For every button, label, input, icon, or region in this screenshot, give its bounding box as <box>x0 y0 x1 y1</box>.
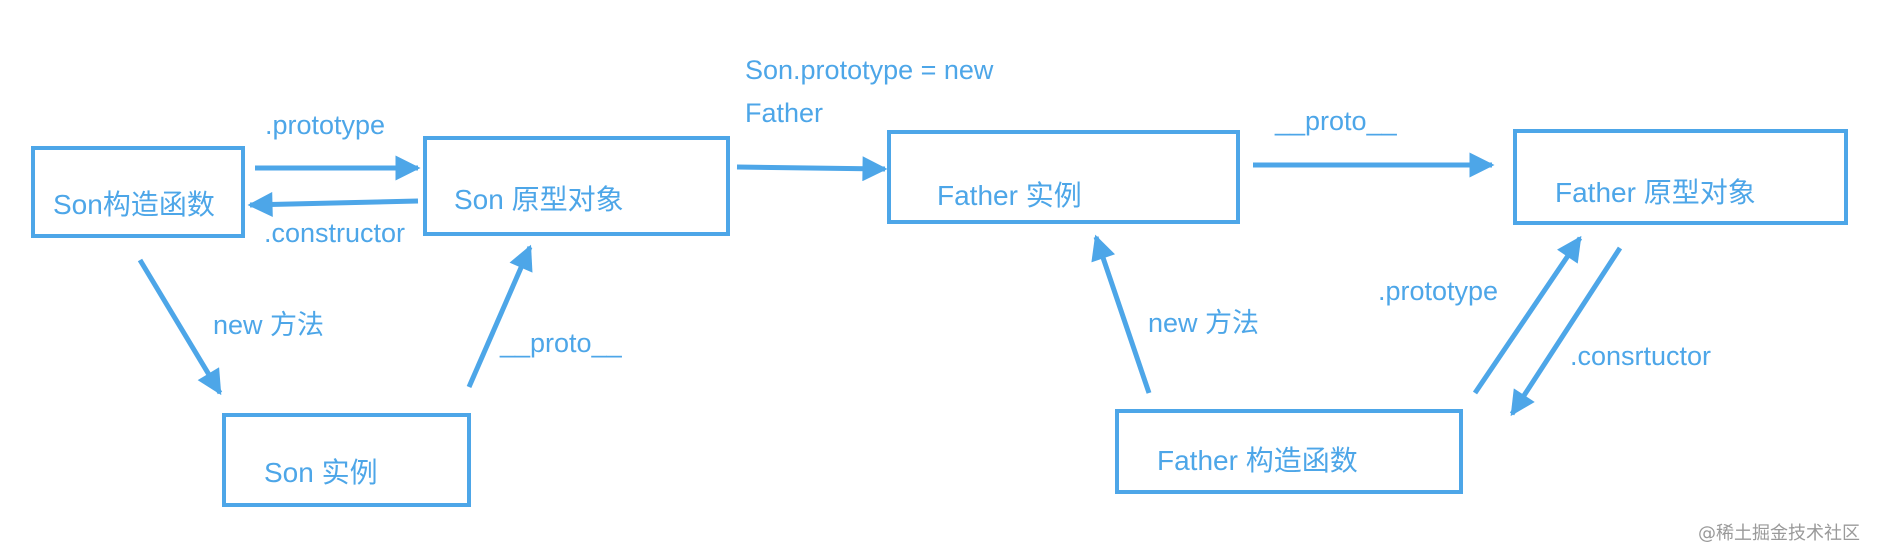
father-new-edge-label: new 方法 <box>1148 308 1260 338</box>
inherit-edge-label-line1: Son.prototype = new <box>745 55 994 85</box>
father-constructor-box: Father 构造函数 <box>1115 409 1463 494</box>
edge-inherit-arrow <box>736 156 888 182</box>
father-prototype-edge-label: .prototype <box>1378 276 1499 306</box>
father-constructor-label: Father 构造函数 <box>1157 445 1358 476</box>
son-constructor-label: Son构造函数 <box>53 189 215 220</box>
son-proto-edge-label: __proto__ <box>500 328 622 358</box>
father-prototype-object-label: Father 原型对象 <box>1555 177 1756 208</box>
edge-son-proto-arrow <box>466 244 533 388</box>
son-prototype-edge-label: .prototype <box>265 110 386 140</box>
son-constructor-edge-label: .constructor <box>264 218 406 248</box>
father-instance-label: Father 实例 <box>937 180 1082 211</box>
son-prototype-object-label: Son 原型对象 <box>454 184 624 215</box>
son-constructor-box: Son构造函数 <box>31 146 245 238</box>
father-prototype-object-box: Father 原型对象 <box>1513 129 1848 225</box>
edge-father-new-arrow <box>1091 234 1152 394</box>
watermark: @稀土掘金技术社区 <box>1698 523 1860 544</box>
edge-father-prototype-arrow <box>1472 235 1583 395</box>
edge-son-new-arrow <box>137 258 223 396</box>
son-instance-box: Son 实例 <box>222 413 471 507</box>
father-proto-edge-label: __proto__ <box>1275 106 1397 136</box>
son-new-edge-label: new 方法 <box>213 310 325 340</box>
edge-son-constructor-arrow <box>247 191 419 217</box>
son-instance-label: Son 实例 <box>264 457 378 488</box>
son-prototype-object-box: Son 原型对象 <box>423 136 730 236</box>
father-instance-box: Father 实例 <box>887 130 1240 224</box>
edge-father-constructor-arrow <box>1509 246 1623 417</box>
father-constructor-edge-label: .consrtuctor <box>1570 341 1712 371</box>
inherit-edge-label-line2: Father <box>745 98 824 128</box>
